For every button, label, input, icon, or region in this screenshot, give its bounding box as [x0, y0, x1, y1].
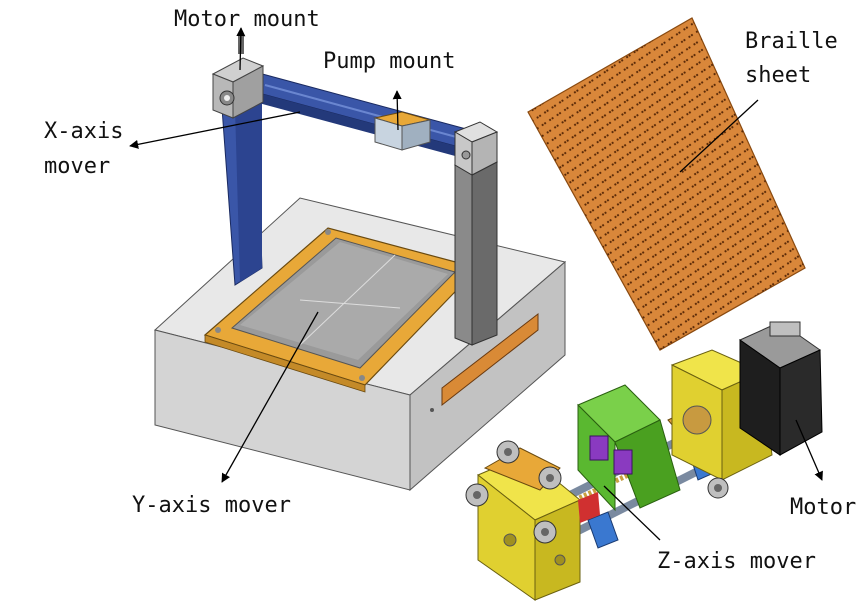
left-pillar	[221, 91, 263, 286]
z-axis-assembly	[465, 321, 823, 601]
right-pillar	[453, 121, 499, 346]
label-z-axis-mover: Z-axis mover	[657, 549, 816, 574]
pump-mount	[373, 111, 431, 151]
label-braille-sheet-line1: Braille	[745, 29, 838, 54]
label-motor-mount: Motor mount	[174, 7, 320, 32]
arrow-x-axis-mover	[129, 111, 301, 149]
arrow-motor-mount	[236, 27, 246, 71]
label-x-axis-mover-line1: X-axis	[44, 119, 124, 144]
x-axis-beam	[254, 71, 471, 160]
label-braille-sheet-line2: sheet	[745, 63, 812, 88]
motor-mount-block	[211, 36, 265, 119]
y-axis-tray	[203, 227, 480, 393]
label-pump-mount: Pump mount	[323, 49, 456, 74]
label-y-axis-mover: Y-axis mover	[132, 493, 291, 518]
arrow-y-axis-mover	[221, 311, 319, 483]
label-x-axis-mover-line2: mover	[44, 154, 111, 179]
arrow-motor	[795, 419, 823, 481]
label-motor: Motor	[790, 495, 857, 520]
arrow-z-axis-mover	[603, 485, 661, 541]
braille-sheet	[527, 17, 806, 351]
pointer-arrows	[129, 27, 823, 541]
arrow-pump-mount	[392, 90, 402, 131]
arrow-braille-sheet	[679, 99, 759, 173]
